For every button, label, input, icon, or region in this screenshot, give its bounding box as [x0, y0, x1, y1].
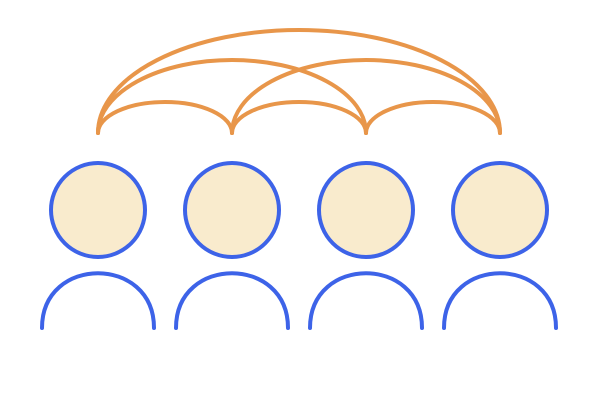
person-head-p2: [183, 161, 281, 259]
connection-arcs: [96, 28, 502, 135]
person-p1: [40, 161, 156, 330]
person-body-p3: [308, 271, 424, 330]
person-head-p3: [317, 161, 415, 259]
person-body-p2: [174, 271, 290, 330]
person-p2: [174, 161, 290, 330]
connection-arc-p1-p2: [96, 100, 234, 135]
connection-arc-p3-p4: [364, 100, 502, 135]
person-head-p1: [49, 161, 147, 259]
connection-arc-p1-p3: [96, 58, 368, 135]
person-head-p4: [451, 161, 549, 259]
connection-arc-p1-p4: [96, 28, 502, 135]
connection-arc-p2-p3: [230, 100, 368, 135]
person-body-p1: [40, 271, 156, 330]
person-p3: [308, 161, 424, 330]
connection-arc-p2-p4: [230, 58, 502, 135]
person-p4: [442, 161, 558, 330]
person-body-p4: [442, 271, 558, 330]
people-row: [40, 161, 558, 330]
